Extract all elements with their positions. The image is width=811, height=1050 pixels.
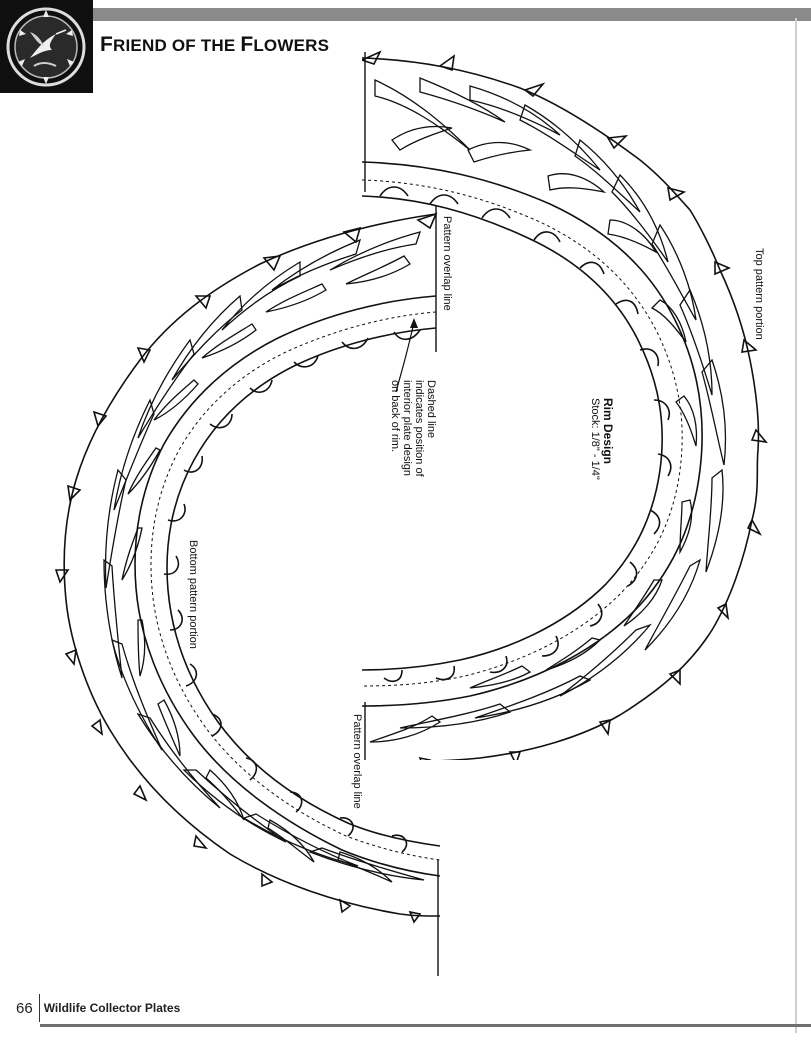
title-rest-2: LOWERS	[253, 36, 330, 55]
top-pattern-portion-label: Top pattern portion	[753, 248, 765, 340]
rim-stock-label: Stock: 1/8" - 1/4"	[589, 398, 601, 480]
page-footer: 66 Wildlife Collector Plates	[16, 994, 181, 1022]
title-rest-1: RIEND OF THE	[113, 36, 241, 55]
dashed-note-line-2: indicates position of	[413, 380, 425, 478]
page-title: FRIEND OF THE FLOWERS	[100, 33, 329, 57]
overlap-line-bottom-label: Pattern overlap line	[351, 714, 363, 809]
dashed-line-leader-arrow	[395, 321, 415, 393]
page-number: 66	[16, 999, 33, 1017]
overlap-line-top-label: Pattern overlap line	[441, 216, 453, 311]
header-bar	[93, 8, 811, 21]
top-pattern-portion	[362, 50, 768, 760]
dashed-note-line-1: Dashed line	[425, 380, 437, 438]
title-cap-1: F	[100, 33, 114, 56]
dashed-note-line-4: on back of rim.	[389, 380, 401, 452]
page-right-rule	[795, 18, 797, 1033]
rim-design-title: Rim Design	[601, 398, 615, 464]
dashed-note-line-3: interior plate design	[401, 380, 413, 476]
bottom-pattern-portion	[54, 206, 440, 976]
page-bottom-rule	[40, 1024, 811, 1027]
book-title: Wildlife Collector Plates	[43, 1001, 181, 1015]
footer-divider	[38, 994, 40, 1022]
bottom-pattern-portion-label: Bottom pattern portion	[187, 540, 199, 649]
hummingbird-logo-icon	[0, 0, 93, 93]
title-cap-2: F	[240, 33, 254, 56]
